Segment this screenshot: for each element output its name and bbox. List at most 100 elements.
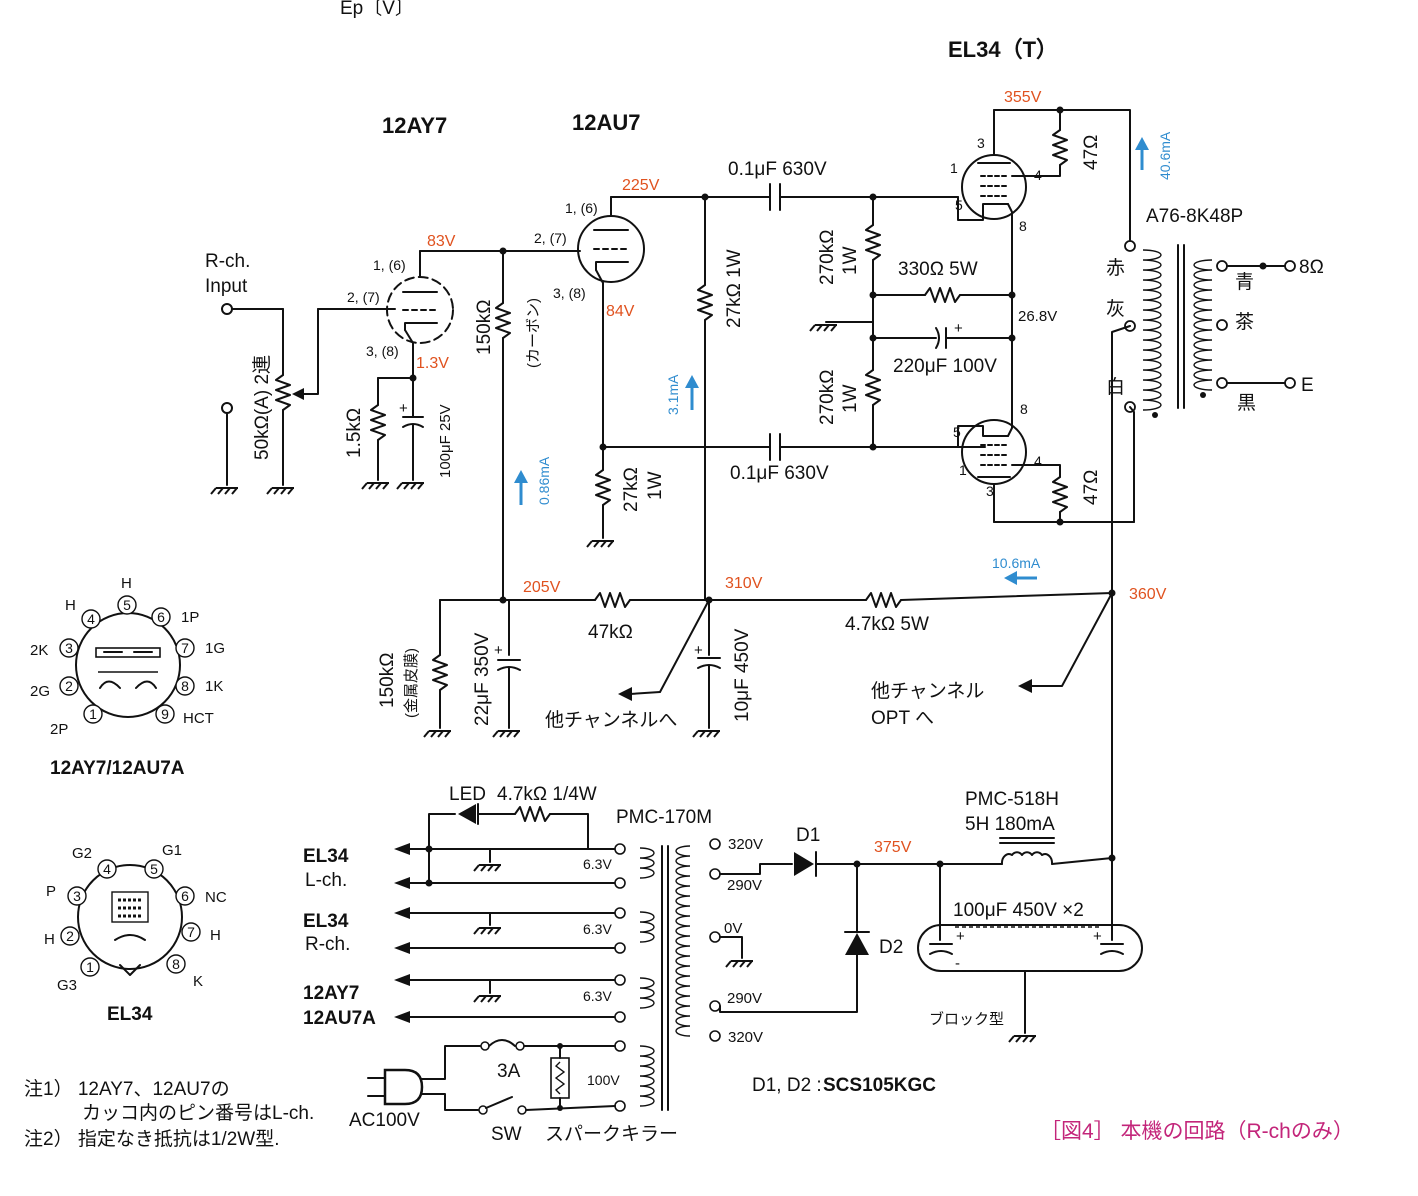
el34-bot-pin1: 1 xyxy=(959,462,967,478)
label-c-top: 0.1μF 630V xyxy=(728,159,827,180)
v2-12au7-tube: 1, (6) 2, (7) 3, (8) xyxy=(534,196,645,448)
label-r-150k: 150kΩ xyxy=(474,300,495,355)
label-pre-1: 12AY7 xyxy=(303,983,359,1004)
label-d2: D2 xyxy=(879,937,903,958)
pin-a-2p: 2P xyxy=(50,721,68,738)
volume-label: 50kΩ(A) 2連 xyxy=(251,355,273,460)
pin-a-h-top: H xyxy=(121,575,132,592)
v2-pin-grid: 2, (7) xyxy=(534,230,567,246)
label-el34-rch-1: EL34 xyxy=(303,911,349,932)
label-cap-block: 100μF 450V ×2 xyxy=(953,900,1084,921)
label-led-resistor: 4.7kΩ 1/4W xyxy=(497,784,597,805)
note-2: 注2） 指定なき抵抗は1/2W型. xyxy=(24,1128,279,1150)
tap-290v-b: 290V xyxy=(727,990,762,1007)
label-d1: D1 xyxy=(796,825,820,846)
label-choke-2: 5H 180mA xyxy=(965,814,1055,835)
heater-6v3-2: 6.3V xyxy=(583,921,612,937)
heater-6v3-3: 6.3V xyxy=(583,988,612,1004)
primary-100v: 100V xyxy=(587,1072,620,1088)
label-r-47k: 47kΩ xyxy=(588,622,633,643)
svg-text:3: 3 xyxy=(65,640,73,656)
v1-cathode-network: + 1.5kΩ 100μF 25V xyxy=(344,374,454,490)
label-el34-lch-1: EL34 xyxy=(303,846,349,867)
pin-b-g1: G1 xyxy=(162,842,182,859)
volt-205: 205V xyxy=(523,579,561,596)
label-r-1w-a: 1W xyxy=(645,471,666,500)
tap-red: 赤 xyxy=(1106,257,1125,279)
svg-text:-: - xyxy=(955,955,960,972)
pinout-a-title: 12AY7/12AU7A xyxy=(50,758,185,779)
pin-b-g3: G3 xyxy=(57,977,77,994)
label-c-22u: 22μF 350V xyxy=(472,632,493,726)
v1-12ay7-tube: 1, (6) 2, (7) 3, (8) xyxy=(347,250,504,379)
el34-top-pin4: 4 xyxy=(1034,167,1042,183)
label-r-330: 330Ω 5W xyxy=(898,259,978,280)
output-transformer: A76-8K48P 赤 灰 白 青 茶 黒 8Ω E xyxy=(1106,206,1324,859)
v1-title: 12AY7 xyxy=(382,113,447,138)
el34-bot-pin3: 3 xyxy=(986,483,994,499)
svg-text:5: 5 xyxy=(150,861,158,877)
volt-225: 225V xyxy=(622,177,660,194)
out-8ohm: 8Ω xyxy=(1299,257,1324,278)
b-plus-rail: + + 150kΩ (金属皮膜) 22μF 350V 47kΩ 10μF 450… xyxy=(377,589,1116,738)
label-ac100v: AC100V xyxy=(349,1110,420,1131)
el34-bot-pin4: 4 xyxy=(1034,453,1042,469)
pin-b-h-right: H xyxy=(210,927,221,944)
el34-bot-pin8: 8 xyxy=(1020,401,1028,417)
label-other-opt-2: OPT へ xyxy=(871,708,934,729)
label-r-27k-1w: 27kΩ 1W xyxy=(724,249,745,328)
label-pre-2: 12AU7A xyxy=(303,1008,376,1029)
heater-6v3-1: 6.3V xyxy=(583,856,612,872)
v2-pin-plate: 1, (6) xyxy=(565,200,598,216)
label-diode-part: SCS105KGC xyxy=(823,1075,936,1096)
current-10-6: 10.6mA xyxy=(992,555,1041,571)
el34-bottom-tube: 47Ω 8 5 1 4 3 xyxy=(953,401,1135,526)
label-c-220u: 220μF 100V xyxy=(893,356,997,377)
label-choke-1: PMC-518H xyxy=(965,789,1059,810)
label-r-1w-top: 1W xyxy=(840,246,861,275)
el34-top-pin5: 5 xyxy=(955,197,963,213)
tap-blue: 青 xyxy=(1235,271,1254,293)
tap-gray: 灰 xyxy=(1106,298,1125,320)
choke-filter: + + - PMC-518H 5H 180mA 100μF 450V ×2 ブロ… xyxy=(917,789,1143,1043)
svg-text:+: + xyxy=(954,320,963,337)
svg-text:8: 8 xyxy=(181,678,189,694)
v2-pin-cathode: 3, (8) xyxy=(553,285,586,301)
label-other-channel: 他チャンネルへ xyxy=(545,709,677,731)
current-3-1: 3.1mA xyxy=(665,374,681,415)
tap-0v: 0V xyxy=(724,920,742,937)
svg-text:7: 7 xyxy=(187,924,195,940)
label-diodes: D1, D2 : xyxy=(752,1075,822,1096)
volt-355: 355V xyxy=(1004,89,1042,106)
pin-b-k: K xyxy=(193,973,203,990)
label-r-270k-bot: 270kΩ xyxy=(817,370,838,425)
svg-text:+: + xyxy=(694,642,703,659)
v2-plate-resistor: 27kΩ 1W xyxy=(697,196,745,601)
label-r-1k5: 1.5kΩ xyxy=(344,408,365,458)
svg-text:9: 9 xyxy=(161,706,169,722)
mains-primary: 100V 3A SW スパークキラー AC100V xyxy=(349,845,678,1145)
input-section: R-ch. Input 50kΩ(A) 2連 xyxy=(205,251,396,495)
label-led: LED xyxy=(449,784,486,805)
label-r-47-bot: 47Ω xyxy=(1081,470,1102,505)
tap-320v-a: 320V xyxy=(728,836,763,853)
el34-top-pin3: 3 xyxy=(977,135,985,151)
svg-text:+: + xyxy=(1093,928,1102,945)
svg-text:4: 4 xyxy=(87,611,95,627)
volt-375: 375V xyxy=(874,839,912,856)
tap-white: 白 xyxy=(1106,376,1125,398)
label-r-47-top: 47Ω xyxy=(1081,135,1102,170)
volt-83: 83V xyxy=(427,233,456,250)
v1-pin-grid: 2, (7) xyxy=(347,289,380,305)
out-e: E xyxy=(1301,375,1314,396)
svg-text:7: 7 xyxy=(181,640,189,656)
label-r-270k-top: 270kΩ xyxy=(817,230,838,285)
cap-coupling-bottom: 0.1μF 630V xyxy=(730,433,986,484)
label-r-1w-bot: 1W xyxy=(840,384,861,413)
label-sw: SW xyxy=(491,1124,522,1145)
note-1b: カッコ内のピン番号はL-ch. xyxy=(82,1102,314,1124)
volt-360: 360V xyxy=(1129,586,1167,603)
